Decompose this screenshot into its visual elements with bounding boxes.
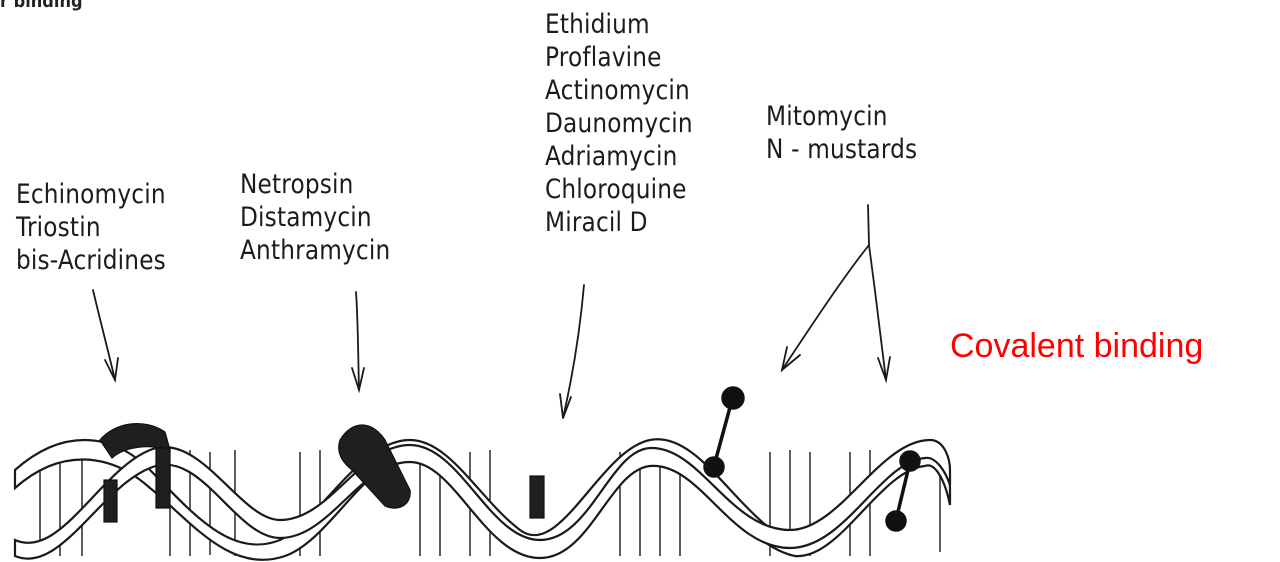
mitomycin-atom-base: [705, 458, 723, 476]
arrow-mitomycin-left: [782, 245, 869, 370]
echinomycin-insert-1: [104, 480, 117, 522]
dna-double-helix: [10, 388, 950, 560]
arrow-intercalators: [563, 285, 584, 418]
arrow-mitomycin-stem: [868, 205, 869, 245]
arrow-mitomycin-right: [869, 245, 886, 380]
intercalated-drug: [530, 476, 544, 518]
mustard-atom-bottom: [887, 512, 905, 530]
mustard-atom-top: [901, 452, 919, 470]
binding-arrows: [93, 205, 890, 418]
arrow-netropsin: [356, 292, 359, 390]
mitomycin-atom-top: [723, 388, 743, 408]
echinomycin-insert-2: [156, 448, 170, 508]
arrow-echinomycin: [93, 290, 115, 380]
